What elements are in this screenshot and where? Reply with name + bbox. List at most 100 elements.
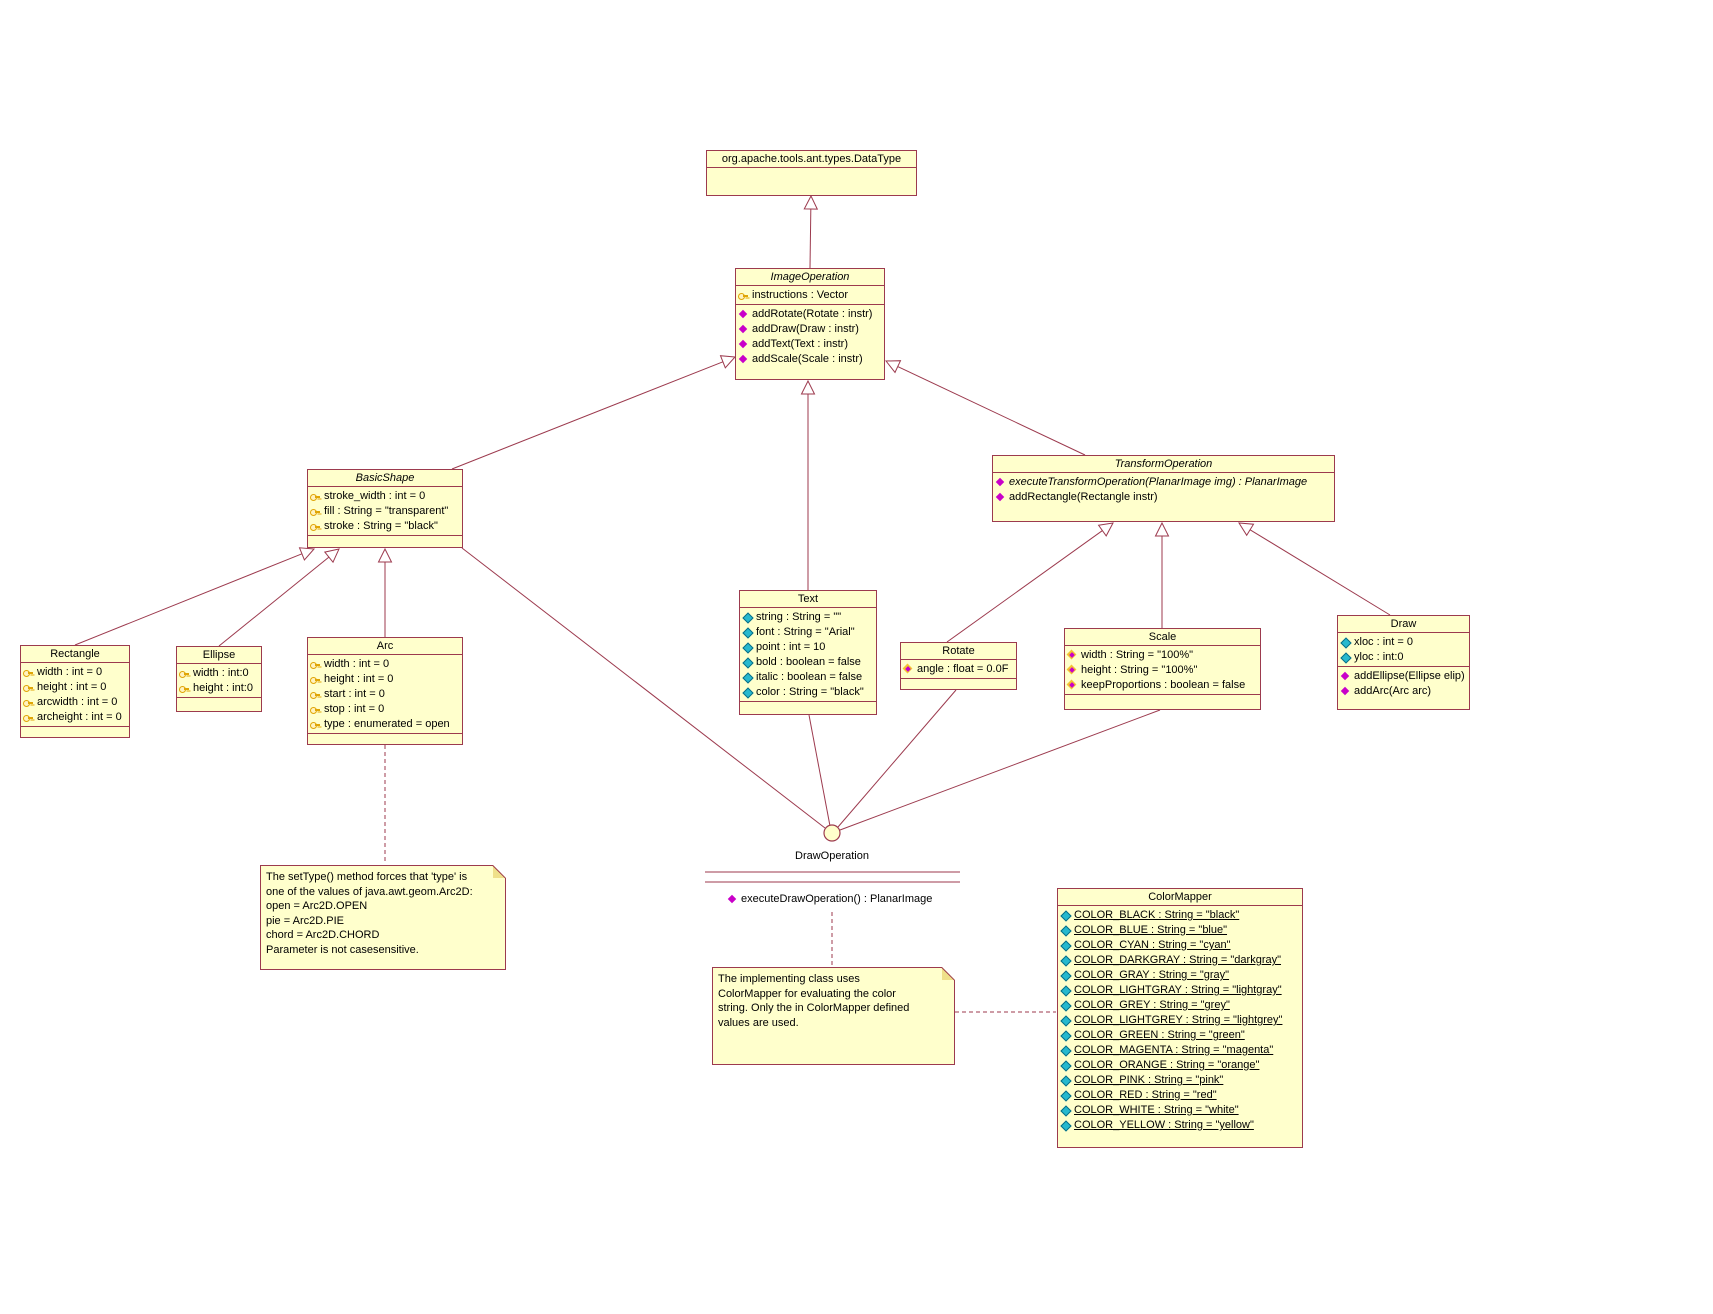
attribute-icon — [310, 704, 321, 715]
member-text: COLOR_PINK : String = "pink" — [1074, 1074, 1224, 1086]
compartment — [1065, 694, 1260, 709]
compartment — [177, 697, 261, 711]
member-text: width : int:0 — [193, 667, 249, 679]
gen-transformoperation-to-imageoperation — [897, 366, 1086, 456]
attribute-icon — [310, 719, 321, 730]
member-row: width : int = 0 — [23, 665, 127, 680]
member-row: xloc : int = 0 — [1340, 635, 1467, 650]
method-icon — [1340, 671, 1351, 682]
class-transformoperation[interactable]: TransformOperation executeTransformOperat… — [992, 455, 1335, 522]
member-row: point : int = 10 — [742, 640, 874, 655]
attribute-icon — [1060, 1030, 1071, 1041]
member-row: addScale(Scale : instr) — [738, 352, 882, 367]
attribute-icon — [1340, 652, 1351, 663]
attribute-icon — [742, 612, 753, 623]
member-text: executeTransformOperation(PlanarImage im… — [1009, 476, 1308, 488]
interface-lollipop-circle[interactable] — [823, 824, 841, 842]
note-fold-icon — [942, 967, 955, 980]
class-title: Rectangle — [21, 646, 129, 663]
member-text: point : int = 10 — [756, 641, 826, 653]
member-row: COLOR_DARKGRAY : String = "darkgray" — [1060, 953, 1300, 968]
compartment: addEllipse(Ellipse elip) addArc(Arc arc) — [1338, 666, 1469, 709]
attribute-icon — [23, 667, 34, 678]
gen-ellipse-to-basicshape-arrow — [323, 548, 340, 564]
member-row: executeTransformOperation(PlanarImage im… — [995, 475, 1332, 490]
real-scale-to-drawoperation — [839, 709, 1161, 831]
attribute-icon — [742, 657, 753, 668]
compartment: width : int:0 height : int:0 — [177, 664, 261, 697]
member-row: COLOR_LIGHTGREY : String = "lightgrey" — [1060, 1013, 1300, 1028]
compartment — [308, 535, 462, 547]
note-text: The implementing class uses — [718, 973, 860, 985]
member-text: addEllipse(Ellipse elip) — [1354, 670, 1465, 682]
compartment — [901, 678, 1016, 689]
class-title: TransformOperation — [993, 456, 1334, 473]
member-row: COLOR_WHITE : String = "white" — [1060, 1103, 1300, 1118]
member-text: addText(Text : instr) — [752, 338, 848, 350]
member-text: COLOR_ORANGE : String = "orange" — [1074, 1059, 1260, 1071]
attribute-icon — [1060, 1000, 1071, 1011]
member-text: COLOR_GREEN : String = "green" — [1074, 1029, 1245, 1041]
class-title: Draw — [1338, 616, 1469, 633]
member-row: COLOR_BLACK : String = "black" — [1060, 908, 1300, 923]
gen-text-to-imageoperation-arrow — [800, 379, 816, 395]
member-row: addRectangle(Rectangle instr) — [995, 490, 1332, 505]
attribute-icon — [310, 491, 321, 502]
member-row: addText(Text : instr) — [738, 337, 882, 352]
class-title: Arc — [308, 638, 462, 655]
note-text: string. Only the in ColorMapper defined — [718, 1002, 910, 1014]
member-text: COLOR_BLUE : String = "blue" — [1074, 924, 1228, 936]
attribute-icon — [23, 697, 34, 708]
member-row: archeight : int = 0 — [23, 710, 127, 725]
gen-imageoperation-to-datatype-arrow — [803, 194, 819, 210]
class-title: Scale — [1065, 629, 1260, 646]
member-row: color : String = "black" — [742, 685, 874, 700]
member-text: instructions : Vector — [752, 289, 848, 301]
member-text: archeight : int = 0 — [37, 711, 122, 723]
gen-rotate-to-transformoperation — [946, 530, 1103, 643]
member-text: addScale(Scale : instr) — [752, 353, 863, 365]
member-row: height : int = 0 — [310, 672, 460, 687]
compartment: COLOR_BLACK : String = "black"COLOR_BLUE… — [1058, 906, 1302, 1147]
gen-draw-to-transformoperation-arrow — [1238, 522, 1255, 537]
gen-rectangle-to-basicshape-arrow — [298, 547, 316, 561]
method-icon — [1340, 686, 1351, 697]
attribute-icon — [742, 672, 753, 683]
note-1[interactable]: The setType() method forces that 'type' … — [260, 865, 506, 970]
attribute-icon — [1060, 955, 1071, 966]
class-org-apache-tools-ant-types-datatype[interactable]: org.apache.tools.ant.types.DataType — [706, 150, 917, 196]
class-title: ColorMapper — [1058, 889, 1302, 906]
member-text: string : String = "" — [756, 611, 842, 623]
compartment: instructions : Vector — [736, 286, 884, 304]
member-row: stop : int = 0 — [310, 702, 460, 717]
attribute-icon — [23, 682, 34, 693]
gen-basicshape-to-imageoperation — [451, 361, 724, 470]
member-row: height : String = "100%" — [1067, 663, 1258, 678]
real-rotate-to-drawoperation — [837, 689, 957, 828]
attribute-icon — [1060, 910, 1071, 921]
member-row: height : int:0 — [179, 681, 259, 696]
member-row: COLOR_LIGHTGRAY : String = "lightgray" — [1060, 983, 1300, 998]
note-text: values are used. — [718, 1016, 799, 1029]
member-text: start : int = 0 — [324, 688, 385, 700]
class-title: org.apache.tools.ant.types.DataType — [707, 151, 916, 168]
compartment: addRotate(Rotate : instr)addDraw(Draw : … — [736, 304, 884, 379]
member-row: addEllipse(Ellipse elip) — [1340, 669, 1467, 684]
attribute-icon — [310, 659, 321, 670]
member-text: COLOR_YELLOW : String = "yellow" — [1074, 1119, 1254, 1131]
member-text: addArc(Arc arc) — [1354, 685, 1432, 697]
compartment — [308, 733, 462, 744]
